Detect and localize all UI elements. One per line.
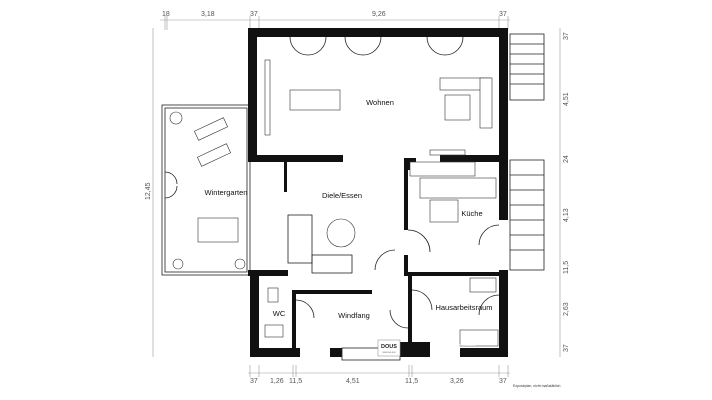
note: Exposéplan, nicht maßstäblich xyxy=(513,384,561,388)
dim-right-2: 4,51 xyxy=(563,92,570,106)
room-kueche: Küche xyxy=(461,209,482,218)
dous-logo: DOUS IMMOBILIEN DOUS IMMOBILIEN xyxy=(377,339,477,357)
dim-bottom-3: 11,5 xyxy=(289,378,302,385)
room-windfang: Windfang xyxy=(338,311,370,320)
dim-top-1: 18 xyxy=(162,11,170,18)
dim-bottom-5: 11,5 xyxy=(405,378,418,385)
dim-right-5: 11,5 xyxy=(563,261,570,274)
wohnen-furniture xyxy=(264,36,493,156)
hausarbeitsraum-furniture xyxy=(411,277,500,347)
dim-bottom-2: 1,26 xyxy=(270,378,284,385)
dim-bottom-6: 3,26 xyxy=(450,378,464,385)
bottom-dimensions: 37 1,26 11,5 4,51 11,5 3,26 37 Exposépla… xyxy=(248,365,561,388)
dim-top-4: 9,26 xyxy=(372,11,386,18)
logo-subtitle: IMMOBILIEN xyxy=(383,352,396,354)
dim-bottom-1: 37 xyxy=(250,378,258,385)
room-diele: Diele/Essen xyxy=(322,191,362,200)
top-dimensions: 18 3,18 37 9,26 37 xyxy=(160,11,510,30)
kueche-furniture xyxy=(407,161,500,253)
dim-right-1: 37 xyxy=(563,32,570,40)
wintergarten xyxy=(161,104,251,276)
logo-footer: DOUS IMMOBILIEN xyxy=(454,344,477,347)
diele-furniture xyxy=(287,214,396,274)
dim-bottom-7: 37 xyxy=(499,378,507,385)
dim-top-3: 37 xyxy=(250,11,258,18)
left-dimensions: 12,45 xyxy=(145,28,154,357)
room-hausarbeitsraum: Hausarbeitsraum xyxy=(435,303,492,312)
logo-text: DOUS xyxy=(381,344,397,350)
dim-right-4: 4,13 xyxy=(563,208,570,222)
dim-right-6: 2,63 xyxy=(563,302,570,316)
right-dimensions: 37 4,51 24 4,13 11,5 2,63 37 xyxy=(559,28,570,357)
dim-top-5: 37 xyxy=(499,11,507,18)
wc-windfang-furniture xyxy=(264,287,409,361)
room-wc: WC xyxy=(273,309,286,318)
room-wintergarten: Wintergarten xyxy=(205,188,248,197)
room-wohnen: Wohnen xyxy=(366,98,394,107)
dim-left: 12,45 xyxy=(145,182,152,200)
walls xyxy=(248,28,508,357)
dim-right-3: 24 xyxy=(563,155,570,163)
dim-top-2: 3,18 xyxy=(201,11,215,18)
dim-right-7: 37 xyxy=(563,344,570,352)
stairs xyxy=(509,33,545,271)
dim-bottom-4: 4,51 xyxy=(346,378,360,385)
